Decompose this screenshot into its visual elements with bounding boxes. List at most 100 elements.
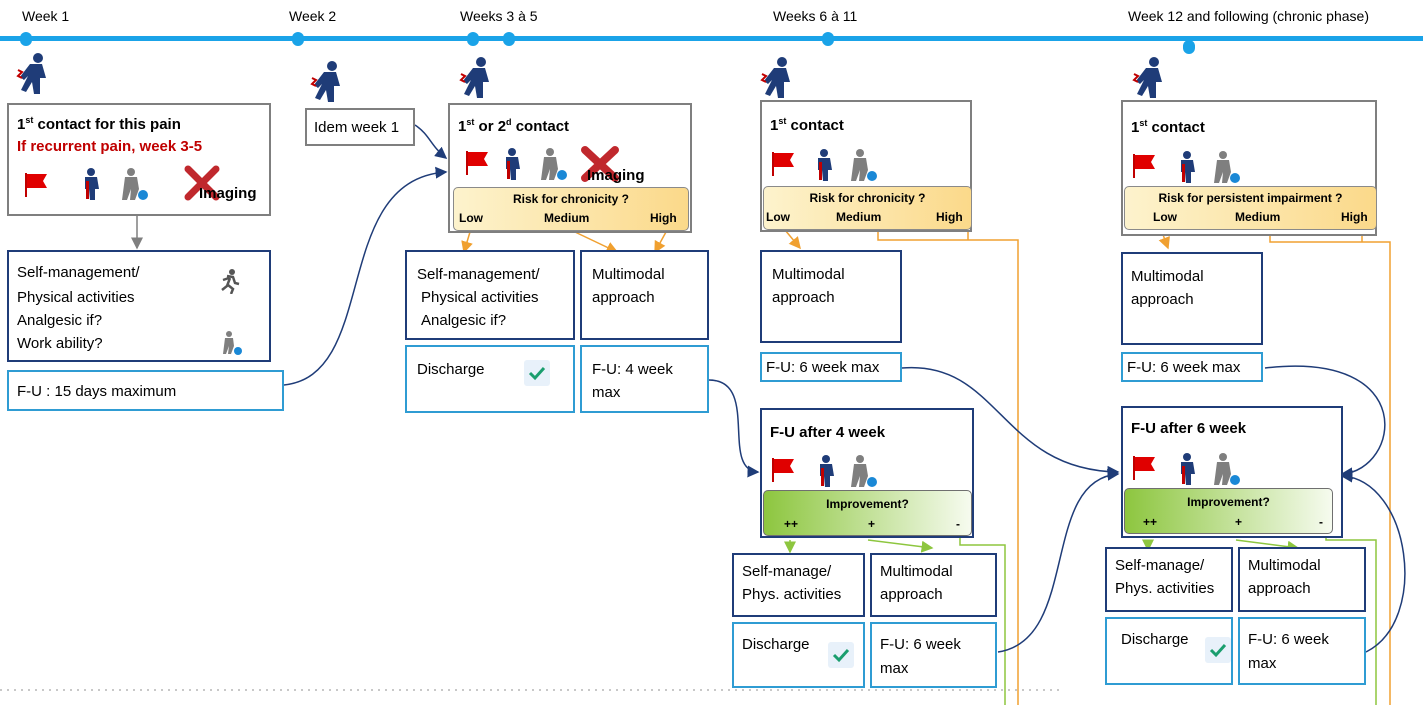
person-pain-icon xyxy=(459,57,489,98)
fu-6-week-box: F-U: 6 week max xyxy=(1238,617,1366,685)
risk-chronicity-bar: Risk for chronicity ? Low Medium High xyxy=(763,186,972,230)
red-flag-icon xyxy=(25,173,47,197)
fu-4-week-line: F-U: 4 week xyxy=(592,361,673,378)
fu-max-line: max xyxy=(1248,655,1277,672)
multimodal-box: Multimodal approach xyxy=(760,250,902,343)
fu-max-line: max xyxy=(880,660,909,677)
worker-icon xyxy=(851,455,877,487)
approach-line: approach xyxy=(1248,580,1311,597)
self-management-line: Self-management/ xyxy=(417,266,540,283)
multimodal-line: Multimodal xyxy=(592,266,665,283)
multimodal-line: Multimodal xyxy=(772,266,845,283)
risk-title: Risk for chronicity ? xyxy=(512,192,630,206)
recurrent-pain-text: If recurrent pain, week 3-5 xyxy=(17,138,203,155)
first-contact-title: 1st contact xyxy=(770,116,844,134)
improvement-plusplus: ++ xyxy=(1143,515,1158,529)
improvement-minus: - xyxy=(1319,515,1323,529)
discharge-text: Discharge xyxy=(1121,631,1189,648)
multimodal-box: Multimodal approach xyxy=(1121,252,1263,345)
person-back-pain-icon xyxy=(506,148,520,180)
discharge-box: Discharge xyxy=(732,622,865,688)
risk-low-label: Low xyxy=(766,210,790,224)
risk-high-label: High xyxy=(1341,210,1368,224)
multimodal-box: Multimodal approach xyxy=(1238,547,1366,612)
worker-icon xyxy=(1214,453,1240,485)
fu-after-6-week-title: F-U after 6 week xyxy=(1131,420,1247,437)
person-pain-icon xyxy=(310,61,340,102)
timeline-dot xyxy=(503,32,515,46)
timeline-dot xyxy=(467,32,479,46)
risk-title: Risk for chronicity ? xyxy=(809,191,926,205)
improvement-minus: - xyxy=(956,517,960,531)
improvement-bar: Improvement? ++ + - xyxy=(1124,488,1333,534)
imaging-crossed-icon xyxy=(581,146,619,182)
person-pain-icon xyxy=(16,53,46,94)
physical-activities-line: Physical activities xyxy=(17,289,135,306)
idem-week1-text: Idem week 1 xyxy=(314,119,400,136)
timeline-dot xyxy=(822,32,834,46)
self-manage-line: Self-manage/ xyxy=(742,563,832,580)
fu-max-line: max xyxy=(592,384,621,401)
approach-line: approach xyxy=(772,289,835,306)
imaging-crossed-icon xyxy=(184,165,220,201)
first-contact-title: 1st contact for this pain xyxy=(17,115,181,133)
person-pain-icon xyxy=(760,57,790,98)
multimodal-line: Multimodal xyxy=(1248,557,1321,574)
discharge-text: Discharge xyxy=(742,636,810,653)
first-contact-box: 1st contact for this pain If recurrent p… xyxy=(7,103,271,216)
fu-6-week-line: F-U: 6 week xyxy=(880,636,961,653)
person-back-pain-icon xyxy=(1181,453,1195,485)
phys-activities-line: Phys. activities xyxy=(1115,580,1215,597)
physical-activities-line: Physical activities xyxy=(421,289,539,306)
risk-medium-label: Medium xyxy=(836,210,882,224)
worker-icon xyxy=(223,331,242,355)
running-icon xyxy=(221,269,240,294)
worker-icon xyxy=(541,148,567,180)
risk-low-label: Low xyxy=(459,211,483,225)
self-manage-box: Self-manage/ Phys. activities xyxy=(1105,547,1233,612)
discharge-text: Discharge xyxy=(417,361,485,378)
check-icon xyxy=(524,360,550,386)
multimodal-line: Multimodal xyxy=(880,563,953,580)
work-ability-line: Work ability? xyxy=(17,335,103,352)
self-manage-line: Self-manage/ xyxy=(1115,557,1205,574)
person-back-pain-icon xyxy=(1181,151,1195,183)
self-management-box: Self-management/ Physical activities Ana… xyxy=(405,250,575,340)
person-back-pain-icon xyxy=(818,149,832,181)
fu-after-4-week-title: F-U after 4 week xyxy=(770,424,886,441)
fu-6-week-box: F-U: 6 week max xyxy=(760,352,902,382)
red-flag-icon xyxy=(1133,456,1155,480)
timeline-dot xyxy=(292,32,304,46)
imaging-label: Imaging xyxy=(199,185,257,202)
worker-icon xyxy=(1214,151,1240,183)
timeline-line xyxy=(0,36,1423,41)
red-flag-icon xyxy=(772,152,794,176)
improvement-title: Improvement? xyxy=(826,497,909,511)
self-management-line: Self-management/ xyxy=(17,264,140,281)
fu-6-week-text: F-U: 6 week max xyxy=(766,359,880,376)
multimodal-box: Multimodal approach xyxy=(580,250,709,340)
fu-6-week-box: F-U: 6 week max xyxy=(1121,352,1263,382)
timeline-dot xyxy=(1183,40,1195,54)
timeline-dot xyxy=(20,32,32,46)
risk-high-label: High xyxy=(936,210,963,224)
approach-line: approach xyxy=(1131,291,1194,308)
multimodal-box: Multimodal approach xyxy=(870,553,997,617)
analgesic-line: Analgesic if? xyxy=(421,312,507,329)
approach-line: approach xyxy=(880,586,943,603)
improvement-plusplus: ++ xyxy=(784,517,799,531)
risk-title: Risk for persistent impairment ? xyxy=(1158,191,1343,205)
improvement-title: Improvement? xyxy=(1187,495,1270,509)
risk-chronicity-bar: Risk for chronicity ? Low Medium High xyxy=(453,187,689,231)
fu-15-days-text: F-U : 15 days maximum xyxy=(17,383,177,400)
improvement-plus: + xyxy=(868,517,876,531)
risk-medium-label: Medium xyxy=(544,211,590,225)
weeks-6-11-label: Weeks 6 à 11 xyxy=(773,8,858,24)
red-flag-icon xyxy=(772,458,794,482)
red-flag-icon xyxy=(1133,154,1155,178)
self-manage-box: Self-manage/ Phys. activities xyxy=(732,553,865,617)
person-back-pain-icon xyxy=(85,168,99,200)
week-12-label: Week 12 and following (chronic phase) xyxy=(1128,8,1369,24)
week-1-label: Week 1 xyxy=(22,8,70,24)
